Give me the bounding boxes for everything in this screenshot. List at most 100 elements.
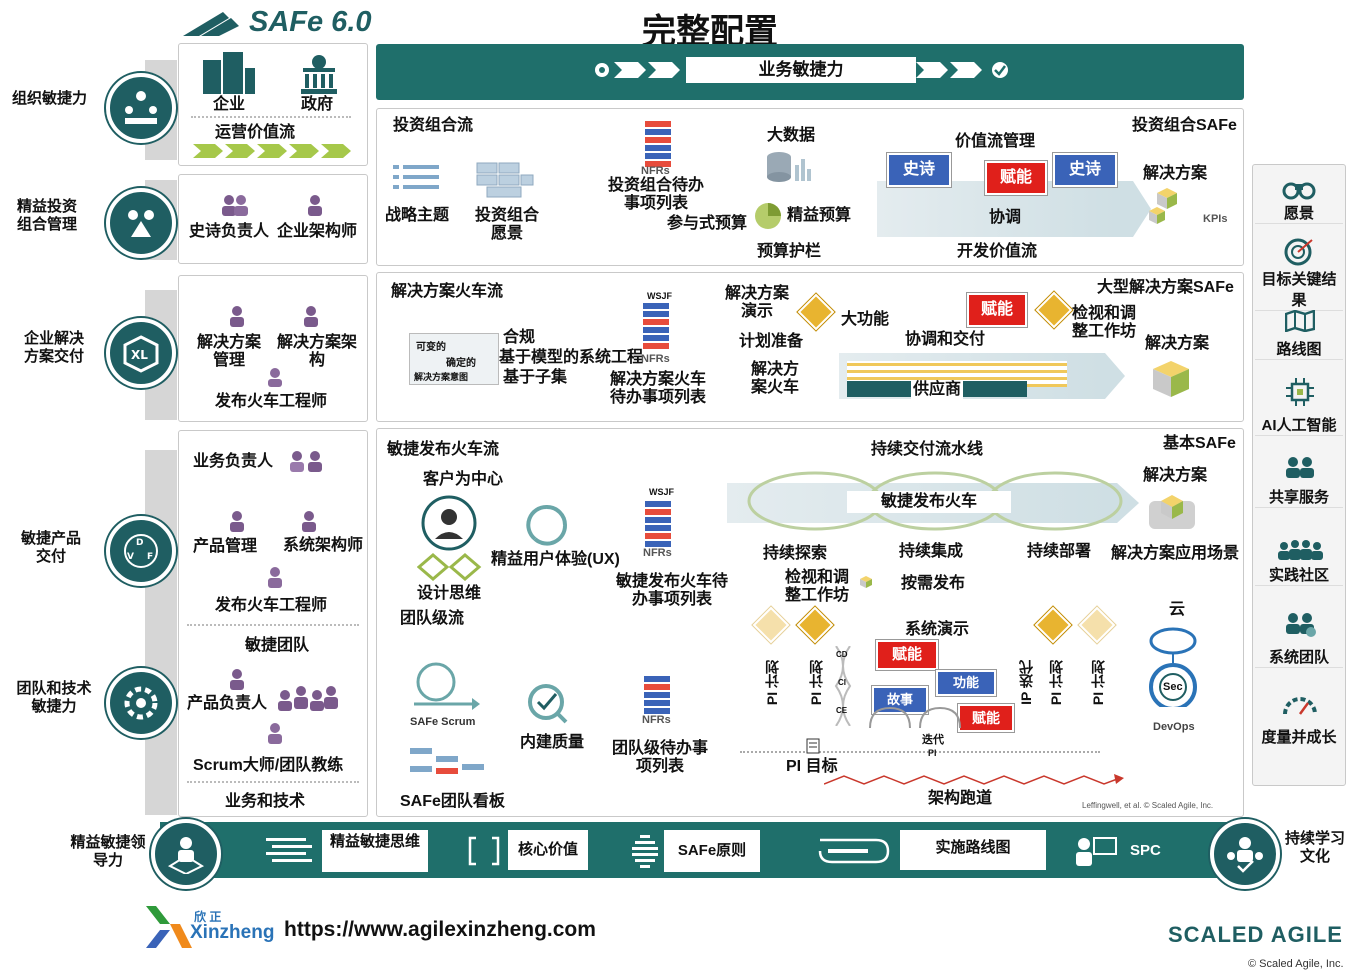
team-enabler-flag-2[interactable]: 赋能 (958, 704, 1014, 732)
coordination: 协调 (989, 209, 1022, 226)
compliance: 合规 (503, 329, 536, 346)
dev-value-streams: 开发价值流 (957, 243, 1038, 260)
release-on-demand: 按需发布 (901, 575, 966, 592)
set-based: 基于子集 (503, 369, 568, 386)
cop-icon (1278, 540, 1323, 560)
art-label: 敏捷发布火车 (881, 493, 978, 510)
ip-iteration: IP 迭代 (1018, 660, 1034, 705)
scaled-agile-logo: SCALED AGILE (1168, 922, 1343, 947)
epic-flag-2[interactable]: 史诗 (1053, 153, 1117, 187)
role-solution-arch: 解决方案架构 (277, 334, 358, 369)
right-cop: 实践社区 (1255, 564, 1343, 586)
art-label-bg (847, 491, 1011, 513)
iteration-label: 迭代 (922, 734, 944, 746)
label-agile-product: 敏捷产品交付 (20, 530, 81, 565)
spc-icon (1076, 837, 1117, 866)
built-in-quality-icon (528, 684, 568, 724)
cloud-label: 云 (1169, 601, 1186, 618)
agile-team-icon (278, 686, 338, 711)
org-enterprise: 企业 (213, 96, 246, 113)
product-mgmt-icon (230, 511, 244, 532)
lean-budget-icon (755, 203, 781, 229)
solution-arch-icon (304, 306, 318, 327)
pi-objectives-icon (806, 738, 820, 754)
business-owner-icon (290, 451, 322, 472)
system-demo: 系统演示 (905, 621, 970, 638)
art-roles-box: 业务负责人 产品管理 系统架构师 发布火车工程师 敏捷团队 产品负责人 Scru… (178, 430, 368, 817)
pi-plan-3: PI 计划 (1048, 660, 1064, 706)
bottom-roadmap[interactable]: 实施路线图 (900, 830, 1046, 870)
team-backlog-icon (644, 676, 670, 716)
principles-icon (632, 835, 658, 868)
sec-label: Sec (1163, 681, 1183, 693)
business-agility-label: 业务敏捷力 (686, 57, 916, 83)
strategic-themes-icon (393, 165, 439, 189)
capabilities: 大功能 (841, 311, 890, 328)
large-nfrs: NFRs (641, 353, 670, 365)
pre-plan: 计划准备 (739, 333, 804, 350)
safe-scrum: SAFe Scrum (410, 716, 476, 728)
role-enterprise-architect: 企业架构师 (277, 223, 358, 240)
lean-budget: 精益预算 (787, 207, 852, 224)
iteration-loops (869, 706, 961, 729)
big-data: 大数据 (767, 127, 816, 144)
large-ia-pin (1035, 291, 1073, 329)
essential-config-name: 基本SAFe (1163, 435, 1236, 452)
label-team-tech: 团队和技术敏捷力 (16, 680, 92, 715)
role-ste: 发布火车工程师 (215, 393, 328, 410)
continuous-integrate: 持续集成 (899, 543, 964, 560)
solution-roles-box: 解决方案管理 解决方案架构 发布火车工程师 (178, 275, 368, 422)
enabler-flag[interactable]: 赋能 (985, 161, 1047, 195)
feature-flag[interactable]: 功能 (936, 670, 996, 696)
vsm: 价值流管理 (955, 133, 1036, 150)
art-backlog-icon (645, 501, 671, 549)
portfolio-vision-icon (476, 162, 534, 198)
svg-text:D: D (136, 538, 143, 548)
portfolio-backlog-icon (645, 121, 671, 169)
portfolio-backlog: 投资组合待办事项列表 (607, 177, 704, 212)
enterprise-solution-icon: XL (106, 318, 176, 388)
portfolio-solution: 解决方案 (1143, 165, 1208, 182)
scrum-master-icon (268, 723, 282, 744)
role-system-arch: 系统架构师 (283, 537, 364, 554)
team-enabler-flag-1[interactable]: 赋能 (876, 640, 938, 670)
product-owner-icon (230, 669, 244, 690)
lean-ux-cycle-icon (526, 504, 568, 546)
pi-plan-2: PI 计划 (808, 660, 824, 706)
large-enabler-flag[interactable]: 赋能 (967, 293, 1027, 327)
lean-leadership-icon (151, 819, 221, 889)
bottom-core-values[interactable]: 核心价值 (508, 830, 588, 870)
ce-label: CE (836, 706, 848, 715)
bottom-principles[interactable]: SAFe原则 (664, 830, 760, 872)
coord-delivery: 协调和交付 (905, 331, 986, 348)
customer-centricity: 客户为中心 (423, 471, 504, 488)
mbse: 基于模型的系统工程 (499, 349, 644, 366)
business-agility-right-arrow (916, 62, 1008, 78)
website-url[interactable]: https://www.agilexinzheng.com (284, 918, 596, 941)
pi-plan-4: PI 计划 (1090, 660, 1106, 706)
portfolio-stream-title: 投资组合流 (393, 117, 474, 134)
design-thinking-icon (417, 553, 482, 581)
large-solution-box: 解决方案火车流 大型解决方案SAFe 可变的 确定的 解决方案意图 合规 基于模… (376, 272, 1244, 422)
bottom-mindset[interactable]: 精益敏捷思维 (322, 830, 428, 872)
label-org-agility: 组织敏捷力 (12, 90, 88, 107)
implementation-roadmap-icon (818, 838, 890, 864)
portfolio-config-box: 投资组合流 投资组合SAFe 战略主题 投资组合愿景 NFRs 投资组合待办事项… (376, 108, 1244, 266)
team-kanban-icon (410, 748, 484, 774)
ci-label: CI (838, 678, 846, 687)
label-lean-portfolio: 精益投资组合管理 (16, 198, 77, 233)
right-vision: 愿景 (1255, 202, 1343, 224)
solution-train-arrowhead (1097, 353, 1125, 399)
art-backlog: 敏捷发布火车待办事项列表 (615, 573, 728, 608)
right-ai: AI人工智能 (1255, 414, 1343, 436)
portfolio-roles-box: 史诗负责人 企业架构师 (178, 174, 368, 264)
xinzheng-cn: 欣 正 (194, 910, 222, 924)
team-flow: 团队级流 (400, 610, 465, 627)
svg-text:F: F (147, 552, 153, 562)
epic-flag-1[interactable]: 史诗 (887, 153, 951, 187)
pi-plan-1: PI 计划 (764, 660, 780, 706)
fixed-label: 确定的 (446, 358, 476, 369)
participatory-budget: 参与式预算 (667, 215, 748, 232)
small-copyright: Leffingwell, et al. © Scaled Agile, Inc. (1082, 801, 1214, 810)
